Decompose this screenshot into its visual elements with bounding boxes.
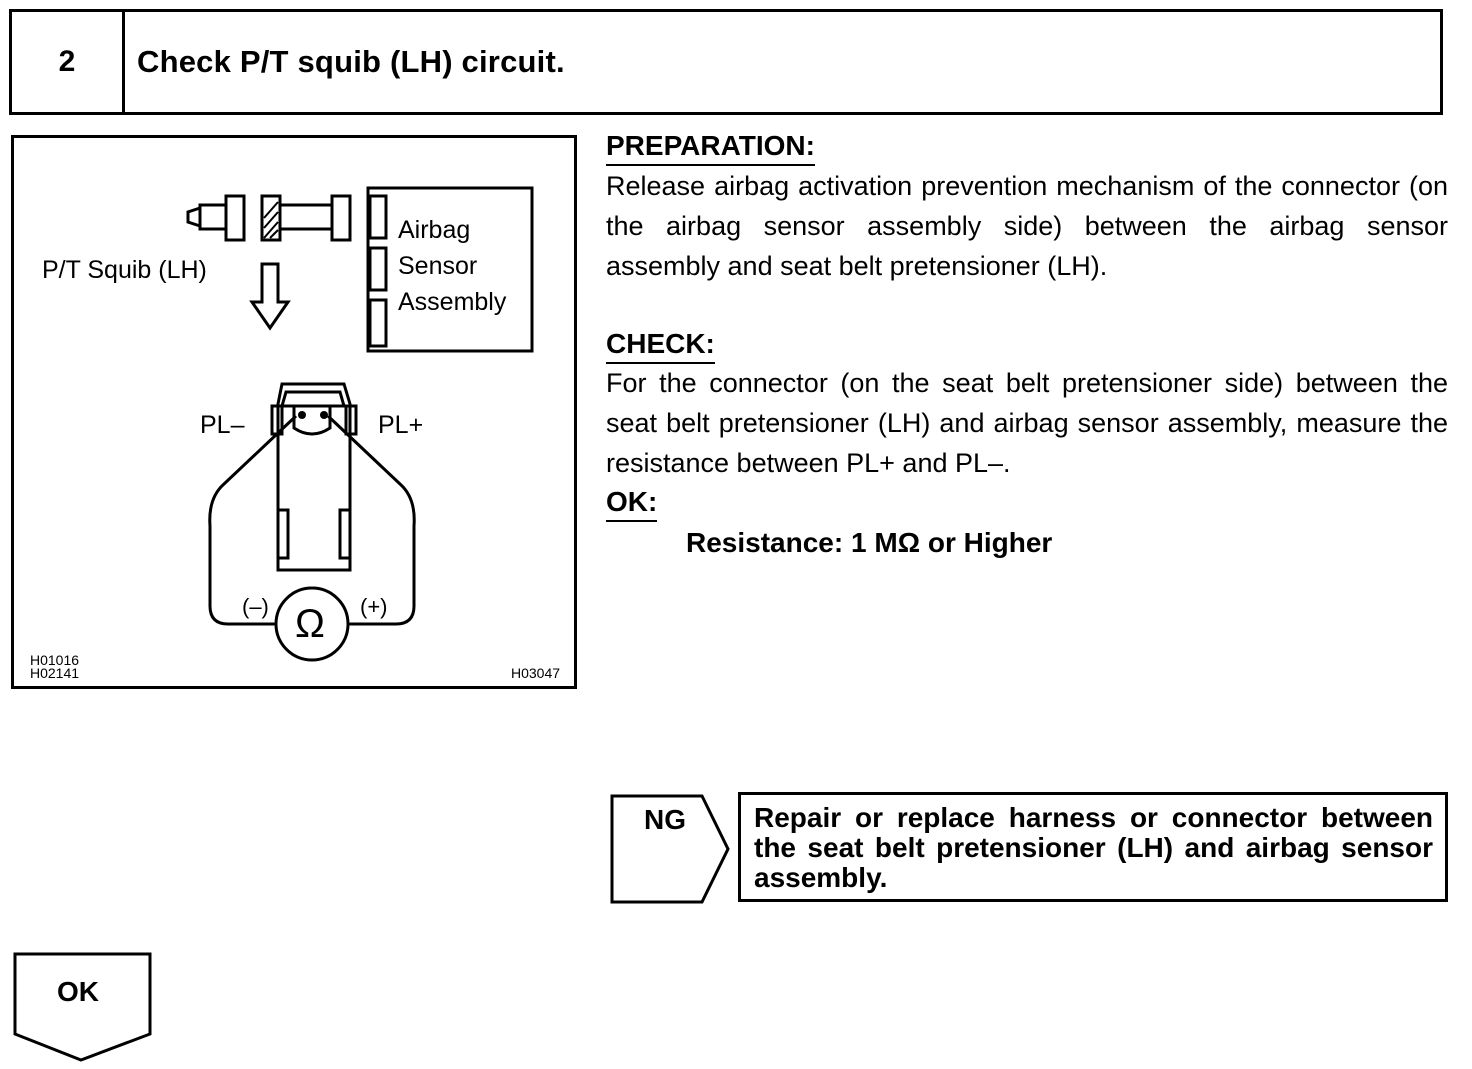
- sensor-label-line1: Airbag: [398, 216, 471, 244]
- ok-spec-heading: OK:: [606, 486, 658, 522]
- step-header: 2 Check P/T squib (LH) circuit.: [9, 9, 1443, 115]
- connector-diagram: P/T Squib (LH) Airbag Sensor Assembly PL…: [11, 135, 577, 689]
- ok-result-box: OK: [13, 952, 153, 1064]
- squib-tip: [186, 206, 201, 228]
- sensor-assembly-box: [366, 186, 534, 353]
- squib-plug: [224, 194, 246, 242]
- preparation-text: Release airbag activation prevention mec…: [606, 171, 1448, 281]
- diagram-drawing: [186, 186, 534, 662]
- squib-label: P/T Squib (LH): [42, 256, 207, 284]
- ng-result-box: NG: [610, 794, 730, 904]
- sensor-label-line2: Sensor: [398, 252, 478, 280]
- ohmmeter: [274, 586, 350, 662]
- down-arrow: [249, 262, 291, 331]
- terminal-pl-plus: [320, 411, 328, 419]
- ohm-icon: Ω: [295, 602, 325, 646]
- hatching: [263, 201, 279, 239]
- resistance-spec: Resistance: 1 MΩ or Higher: [686, 527, 1053, 558]
- pl-minus-label: PL–: [200, 411, 245, 439]
- step-number: 2: [12, 12, 125, 112]
- terminal-pl-minus: [298, 411, 306, 419]
- pl-plus-label: PL+: [378, 411, 424, 439]
- sensor-label-line3: Assembly: [398, 288, 507, 316]
- figure-code-left: H01016 H02141: [30, 652, 80, 681]
- ok-label: OK: [57, 976, 99, 1007]
- wire-plus: [326, 414, 416, 626]
- ng-action-box: Repair or replace harness or connector b…: [738, 792, 1448, 902]
- wire-minus: [208, 414, 298, 626]
- ng-arrow-icon: [610, 794, 730, 904]
- check-text: For the connector (on the seat belt pret…: [606, 368, 1448, 478]
- meter-minus-label: (–): [242, 594, 269, 619]
- check-heading: CHECK:: [606, 328, 715, 364]
- meter-plus-label: (+): [360, 594, 388, 619]
- preparation-heading: PREPARATION:: [606, 130, 815, 166]
- pretensioner-connector: [276, 382, 352, 572]
- ng-label: NG: [644, 804, 686, 835]
- step-title: Check P/T squib (LH) circuit.: [137, 44, 565, 79]
- figure-code-right: H03047: [511, 665, 561, 681]
- ok-arrow-icon: [13, 952, 152, 1062]
